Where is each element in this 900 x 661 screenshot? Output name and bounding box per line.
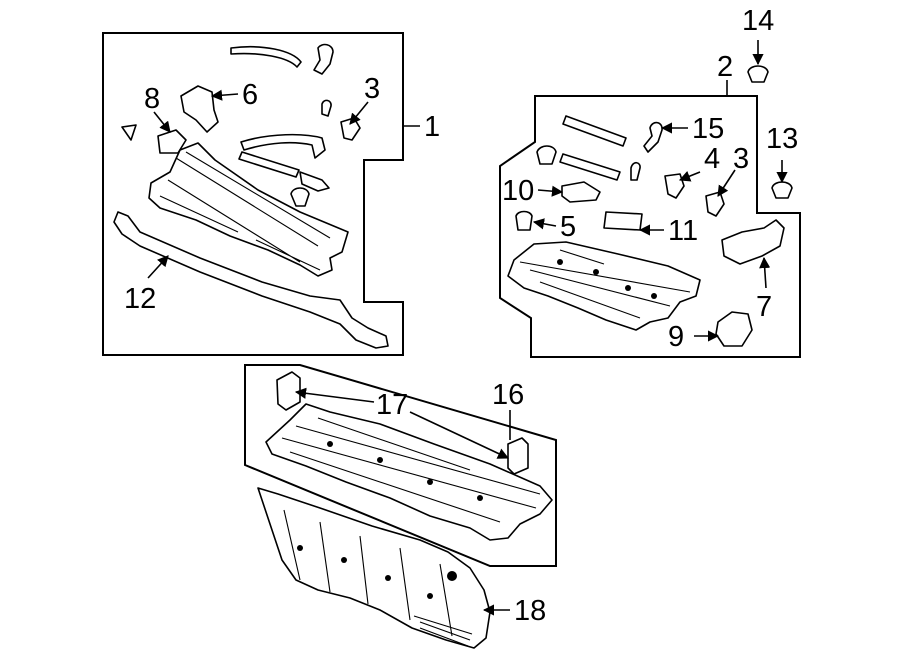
part-17-pad-left [276, 371, 301, 411]
panel-hole [377, 457, 383, 463]
leader-12 [147, 255, 169, 279]
dash-lower-panel [257, 487, 491, 649]
panel-hole [427, 479, 433, 485]
hose-end-clip [299, 171, 330, 192]
dash-lower-ribs [283, 509, 453, 637]
part-8-pad [157, 129, 187, 154]
hose-joint [313, 43, 334, 75]
callout-labels: 1 2 3 3 4 5 6 7 8 9 10 11 12 13 14 15 16… [124, 5, 798, 627]
callout-8: 8 [144, 83, 160, 115]
grommet [290, 187, 310, 207]
panel-hole [625, 285, 631, 291]
dash-lower-group [257, 487, 491, 649]
leader-7 [759, 256, 771, 289]
cowl-top-panel [148, 142, 349, 277]
dash-lower-grille [413, 615, 473, 647]
leader-3a [349, 101, 369, 125]
leader-6 [210, 89, 239, 101]
panel-hole [651, 293, 657, 299]
callout-7: 7 [756, 291, 772, 323]
leader-8 [153, 111, 171, 133]
leader-17a [294, 387, 375, 403]
callout-18: 18 [514, 595, 546, 627]
dash-upper-group [244, 364, 557, 567]
callout-6: 6 [242, 79, 258, 111]
callout-5: 5 [560, 211, 576, 243]
leader-10 [537, 185, 564, 197]
callout-4: 4 [704, 143, 720, 175]
callout-12: 12 [124, 283, 156, 315]
panel-hole [385, 575, 391, 581]
callout-15: 15 [692, 113, 724, 145]
cowl-top-2-panel [507, 241, 701, 331]
leader-17b [409, 411, 510, 459]
callout-1: 1 [424, 111, 440, 143]
callout-2: 2 [717, 51, 733, 83]
panel-hole [427, 593, 433, 599]
callout-14: 14 [742, 5, 774, 37]
part-14-cap [747, 65, 769, 83]
part-11-strip [603, 211, 643, 231]
hose-upper [562, 115, 627, 147]
part-7-bracket [721, 219, 785, 265]
leader-3b [717, 169, 736, 197]
panel-hole [341, 557, 347, 563]
callout-9: 9 [668, 321, 684, 353]
panel-hole [297, 545, 303, 551]
callout-10: 10 [502, 175, 534, 207]
callout-17: 17 [376, 389, 408, 421]
part-5-nozzle [515, 210, 533, 231]
cowl-top-2-ribs [519, 249, 691, 319]
leader-lines [147, 40, 788, 616]
hose-lower [559, 153, 621, 181]
part-8-cap-small [121, 124, 137, 141]
clip-small [630, 161, 641, 181]
part-6-bracket [180, 85, 219, 133]
panel-hole [477, 495, 483, 501]
leader-5 [532, 218, 557, 230]
cowl-top-assembly-2-group [499, 95, 801, 358]
callout-16: 16 [492, 379, 524, 411]
part-12-seal-strip [113, 211, 389, 349]
grommet-left [536, 145, 557, 165]
callout-3a: 3 [364, 73, 380, 105]
part-17-pad-right [507, 437, 529, 475]
callout-13: 13 [766, 123, 798, 155]
panel-hole [447, 571, 457, 581]
washer-hose-2 [240, 133, 326, 159]
part-3-clip-small [321, 99, 332, 117]
panel-hole [327, 441, 333, 447]
callout-11: 11 [668, 215, 698, 247]
washer-hose [230, 45, 302, 68]
part-13-cap [771, 181, 793, 199]
leader-4 [678, 171, 701, 182]
cowl-top-assembly-group [102, 32, 404, 356]
callout-3b: 3 [733, 143, 749, 175]
cowl-top-ribs [159, 151, 331, 271]
hose-straight [238, 151, 300, 178]
dash-upper-ribs [281, 417, 541, 523]
panel-hole [593, 269, 599, 275]
panel-hole [557, 259, 563, 265]
